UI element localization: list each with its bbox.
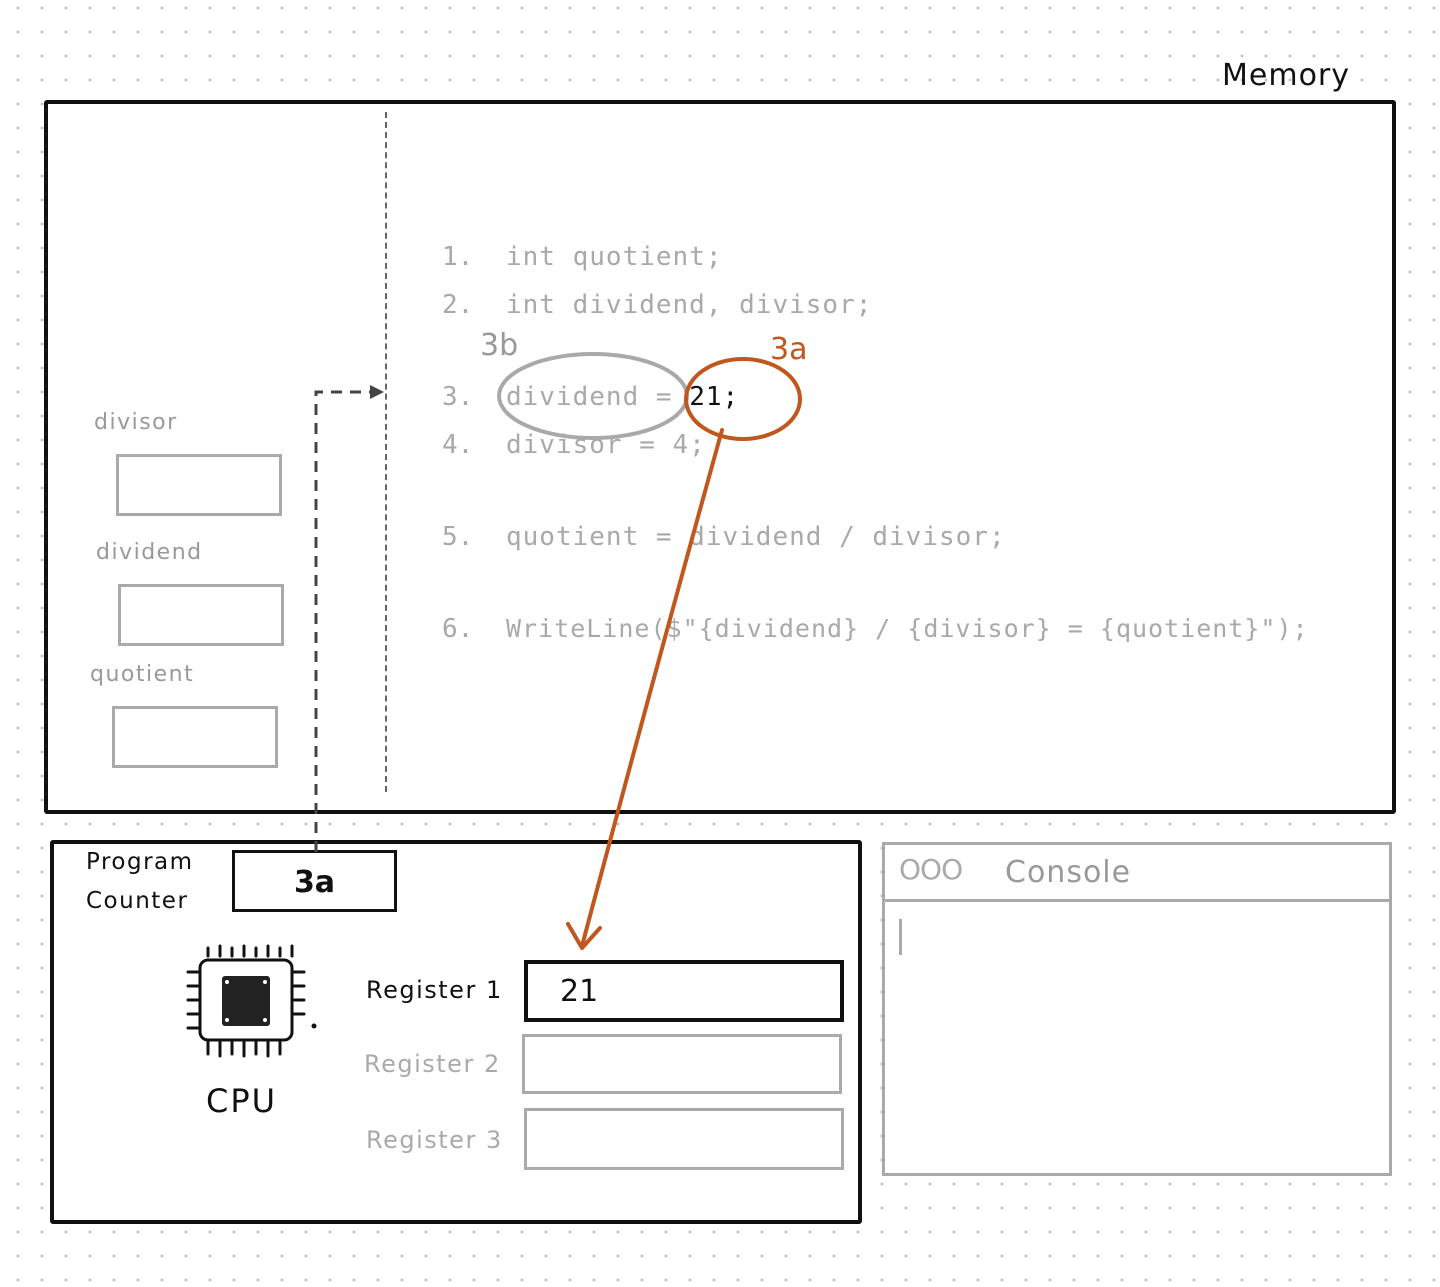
code-line-text: divisor = 4;: [506, 430, 706, 460]
step-label-3a: 3a: [770, 332, 808, 367]
code-assignment-target: dividend =: [506, 382, 690, 412]
console-title: Console: [1005, 855, 1132, 890]
register-2-label: Register 2: [364, 1050, 501, 1078]
register-2-box: [522, 1034, 842, 1094]
code-line-number: 4.: [442, 430, 474, 460]
code-line-text: int dividend, divisor;: [506, 290, 873, 320]
window-buttons-icon[interactable]: OOO: [899, 853, 963, 886]
code-line-text: dividend = 21;: [506, 382, 739, 412]
console-window[interactable]: OOO Console: [882, 842, 1392, 1176]
code-line-number: 1.: [442, 242, 474, 272]
code-line-number: 3.: [442, 382, 474, 412]
program-counter-label-line2: Counter: [86, 888, 189, 914]
register-3-label: Register 3: [366, 1126, 503, 1154]
variable-slot-quotient: [112, 706, 278, 768]
variable-label-dividend: dividend: [96, 540, 203, 565]
cpu-chip-icon: [186, 944, 317, 1058]
text-cursor-icon: [899, 919, 902, 955]
memory-divider: [385, 112, 387, 792]
code-line-number: 2.: [442, 290, 474, 320]
register-1-box: 21: [524, 960, 844, 1022]
register-1-value: 21: [560, 974, 599, 1009]
code-line-number: 5.: [442, 522, 474, 552]
variable-label-quotient: quotient: [90, 662, 195, 687]
variable-slot-divisor: [116, 454, 282, 516]
step-label-3b: 3b: [480, 328, 519, 363]
code-line-text: quotient = dividend / divisor;: [506, 522, 1006, 552]
variable-label-divisor: divisor: [94, 410, 178, 435]
code-line-text: int quotient;: [506, 242, 723, 272]
variable-slot-dividend: [118, 584, 284, 646]
program-counter-label-line1: Program: [86, 849, 194, 875]
register-1-label: Register 1: [366, 976, 503, 1004]
cpu-label: CPU: [206, 1082, 278, 1120]
cpu-panel: [50, 840, 862, 1224]
console-titlebar: OOO Console: [885, 845, 1389, 902]
code-line-text: WriteLine($"{dividend} / {divisor} = {qu…: [506, 614, 1309, 643]
memory-title: Memory: [1222, 58, 1351, 93]
code-literal-highlight: 21;: [689, 382, 740, 412]
register-3-box: [524, 1108, 844, 1170]
code-line-number: 6.: [442, 614, 474, 644]
program-counter-label: Program Counter: [86, 843, 194, 921]
program-counter-box: 3a: [232, 850, 397, 912]
program-counter-value: 3a: [293, 865, 336, 900]
